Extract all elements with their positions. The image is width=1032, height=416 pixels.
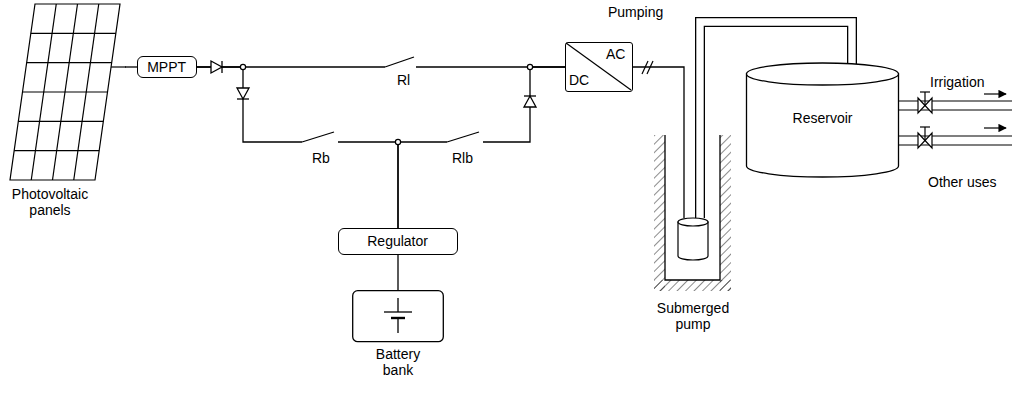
battery-lead — [397, 298, 398, 312]
wire — [197, 66, 565, 67]
edge-label: Pumping — [606, 4, 665, 20]
panel-outline — [10, 4, 120, 180]
pump-body — [678, 222, 708, 260]
flow-arrow — [984, 127, 1006, 128]
switch-blade — [385, 57, 414, 67]
junction-dot — [395, 139, 400, 144]
panel-cell-line — [14, 150, 99, 151]
node-text: Regulator — [367, 233, 428, 249]
valve-stem — [924, 127, 925, 141]
diode-symbol — [211, 61, 222, 73]
outlet-label: Irrigation — [930, 74, 984, 90]
switch-blade — [302, 132, 334, 142]
panel-lead — [111, 66, 126, 67]
valve-stem — [924, 92, 925, 106]
diode-symbol — [237, 88, 249, 99]
wire — [398, 67, 565, 228]
solar-panel — [10, 4, 126, 180]
panel-cell-line — [23, 91, 108, 92]
panel-cell-line — [31, 33, 116, 34]
wire — [397, 255, 398, 290]
diode-bar — [237, 98, 249, 99]
pump: Submerged pump — [648, 218, 738, 338]
node-text: Reservoir — [745, 110, 900, 126]
switch-blade — [447, 132, 479, 142]
outlet-pipes — [899, 101, 1012, 145]
wire — [125, 66, 137, 67]
node-text: AC — [606, 46, 625, 62]
solar-panel: Photovoltaic panels — [0, 0, 125, 230]
flow-arrow — [984, 94, 1006, 128]
battery-plate — [384, 311, 412, 312]
pipe-wall — [899, 109, 1012, 110]
valve-handle — [920, 91, 930, 92]
mppt-box: MPPT — [137, 56, 197, 78]
node-text: Submerged pump — [648, 300, 738, 332]
well-bottom — [654, 280, 731, 291]
node-text: DC — [569, 72, 589, 88]
cable-mark — [647, 61, 653, 74]
pump-top — [678, 218, 708, 226]
junction-dot — [240, 64, 532, 144]
well-outline — [665, 135, 720, 280]
battery-symbol — [353, 291, 444, 342]
converter-diagonal — [566, 43, 631, 90]
reservoir-tank: Reservoir — [745, 62, 900, 180]
well — [654, 135, 731, 291]
cable-mark — [642, 61, 648, 74]
tank-top — [747, 63, 899, 85]
switch-label: Rb — [312, 150, 330, 166]
wire — [197, 67, 398, 228]
pipe-wall — [899, 144, 1012, 145]
panel-cell-line — [18, 121, 103, 122]
panel-cell-line — [27, 62, 112, 63]
pump-body — [678, 218, 708, 260]
converter-box: DC AC — [565, 42, 633, 92]
battery-box — [353, 291, 444, 342]
valve-handle — [920, 126, 930, 127]
regulator-box: Regulator — [338, 228, 458, 255]
diode-bar — [221, 61, 222, 73]
switch-label: Rlb — [452, 150, 473, 166]
outlet-label: Other uses — [928, 174, 996, 190]
node-text: Photovoltaic panels — [0, 186, 100, 218]
pipe-wall — [899, 100, 1012, 101]
switch-label: Rl — [397, 72, 410, 88]
valve-symbol — [918, 92, 932, 148]
pipe-wall — [899, 135, 1012, 136]
junction-dot — [527, 64, 532, 69]
battery-lead — [397, 318, 398, 333]
well-wall — [720, 135, 731, 291]
junction-dot — [240, 64, 245, 69]
diode-bar — [524, 95, 536, 96]
diode-symbol — [211, 61, 536, 107]
flow-arrow — [984, 93, 1006, 94]
cable-marks — [642, 61, 653, 74]
well-wall — [654, 135, 665, 291]
switch-symbol — [302, 57, 483, 147]
battery-bank: Battery bank — [352, 290, 444, 390]
node-text: MPPT — [147, 59, 186, 75]
diode-symbol — [524, 96, 536, 107]
node-text: Battery bank — [363, 346, 433, 378]
